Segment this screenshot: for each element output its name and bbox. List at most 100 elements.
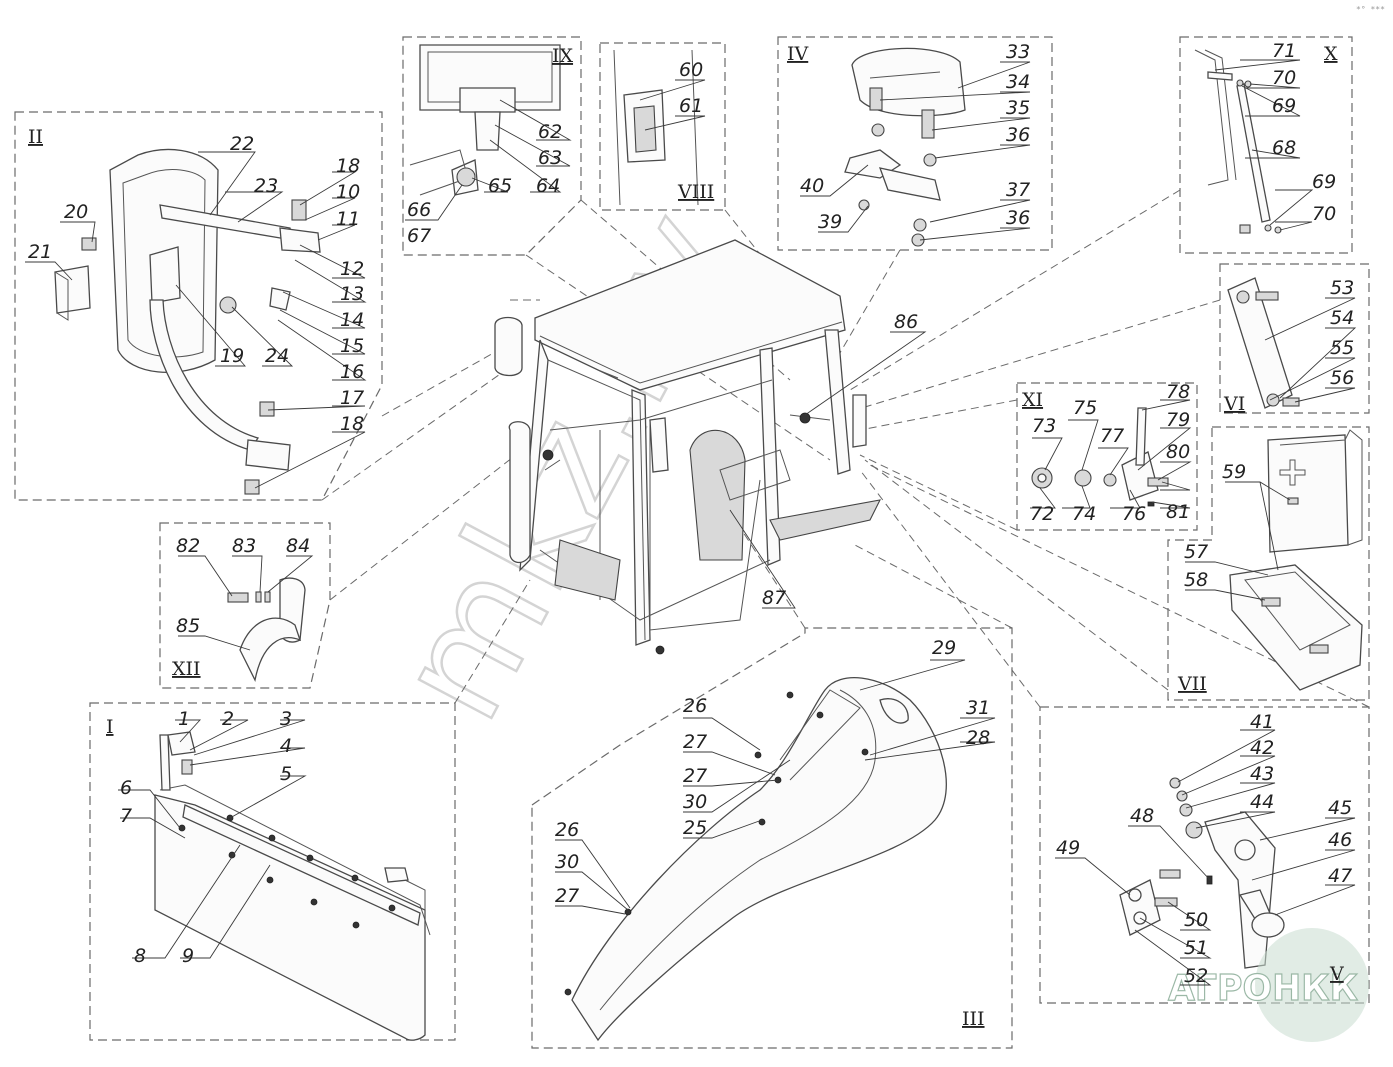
- view-label-II: II: [28, 126, 43, 148]
- part-number-52: 52: [1184, 965, 1208, 987]
- part-number-85: 85: [176, 615, 200, 637]
- part-number-50: 50: [1184, 909, 1208, 931]
- part-number-70: 70: [1272, 67, 1296, 89]
- part-number-87: 87: [762, 587, 786, 609]
- part-number-12: 12: [340, 258, 364, 280]
- view-VII-first-aid-kit: [1229, 429, 1363, 691]
- part-number-40: 40: [800, 175, 824, 197]
- part-number-29: 29: [932, 637, 956, 659]
- tractor-cab: [494, 239, 881, 655]
- part-number-19: 19: [220, 345, 244, 367]
- part-number-13: 13: [340, 283, 364, 305]
- part-number-7: 7: [120, 805, 132, 827]
- part-number-71: 71: [1272, 40, 1296, 62]
- part-number-27: 27: [555, 885, 579, 907]
- frame-III: [531, 627, 1013, 1049]
- part-number-17: 17: [340, 387, 364, 409]
- part-number-26: 26: [555, 819, 579, 841]
- part-number-28: 28: [966, 727, 990, 749]
- part-number-10: 10: [336, 181, 360, 203]
- part-number-34: 34: [1006, 71, 1030, 93]
- view-label-VII: VII: [1177, 673, 1207, 695]
- part-number-2: 2: [222, 708, 234, 730]
- part-number-74: 74: [1072, 503, 1096, 525]
- part-number-8: 8: [134, 945, 146, 967]
- view-IX-bracket: [409, 44, 561, 196]
- part-number-79: 79: [1166, 409, 1190, 431]
- agronkk-logo: АГРОНКК: [1167, 928, 1369, 1042]
- part-number-3: 3: [280, 708, 292, 730]
- part-number-15: 15: [340, 335, 364, 357]
- part-number-25: 25: [683, 817, 707, 839]
- part-number-86: 86: [894, 311, 918, 333]
- part-number-23: 23: [254, 175, 278, 197]
- frame-II: [14, 111, 383, 501]
- frame-VI: [1219, 263, 1370, 414]
- frame-IV: [777, 36, 1053, 251]
- part-number-1: 1: [178, 708, 190, 730]
- part-number-53: 53: [1330, 277, 1354, 299]
- part-number-26: 26: [683, 695, 707, 717]
- view-X-gas-strut: [1194, 49, 1282, 234]
- part-number-35: 35: [1006, 97, 1030, 119]
- frame-XII: [159, 522, 331, 689]
- view-VI-plate: [1227, 277, 1300, 409]
- part-number-36: 36: [1006, 124, 1030, 146]
- view-label-III: III: [962, 1008, 985, 1030]
- part-number-30: 30: [683, 791, 707, 813]
- part-number-44: 44: [1250, 791, 1274, 813]
- part-number-5: 5: [280, 763, 292, 785]
- part-number-42: 42: [1250, 737, 1274, 759]
- part-number-14: 14: [340, 309, 364, 331]
- part-number-73: 73: [1032, 415, 1056, 437]
- view-label-I: I: [106, 716, 114, 738]
- frame-X: [1179, 36, 1353, 254]
- part-number-77: 77: [1100, 425, 1124, 447]
- part-number-80: 80: [1166, 441, 1190, 463]
- number-leaders: [25, 59, 1357, 986]
- part-number-84: 84: [286, 535, 310, 557]
- part-number-63: 63: [538, 147, 562, 169]
- part-number-18: 18: [340, 413, 364, 435]
- part-number-58: 58: [1184, 569, 1208, 591]
- part-number-9: 9: [182, 945, 194, 967]
- frame-VII: [1167, 426, 1370, 701]
- view-labels: II IX VIII IV X VI XI VII XII I III V: [28, 43, 1344, 1030]
- part-number-21: 21: [28, 241, 52, 263]
- part-number-65: 65: [488, 175, 512, 197]
- part-number-69: 69: [1272, 95, 1296, 117]
- part-number-75: 75: [1073, 397, 1097, 419]
- view-label-X: X: [1324, 43, 1338, 65]
- part-number-54: 54: [1330, 307, 1354, 329]
- part-number-43: 43: [1250, 763, 1274, 785]
- part-number-64: 64: [536, 175, 560, 197]
- part-number-18: 18: [336, 155, 360, 177]
- view-V-door-lock: [1119, 777, 1285, 969]
- view-label-XI: XI: [1022, 389, 1043, 411]
- view-II-mirror: [54, 148, 321, 495]
- part-number-41: 41: [1250, 711, 1274, 733]
- part-number-59: 59: [1222, 461, 1246, 483]
- corner-mark: *° ***: [1356, 5, 1385, 14]
- part-number-31: 31: [966, 697, 990, 719]
- part-number-69: 69: [1312, 171, 1336, 193]
- part-number-39: 39: [818, 211, 842, 233]
- part-number-68: 68: [1272, 137, 1296, 159]
- view-label-IX: IX: [552, 45, 574, 67]
- part-number-4: 4: [280, 735, 292, 757]
- part-number-70: 70: [1312, 203, 1336, 225]
- part-number-36: 36: [1006, 207, 1030, 229]
- part-number-81: 81: [1166, 501, 1190, 523]
- part-number-20: 20: [64, 201, 88, 223]
- view-III-fender: [564, 677, 947, 1042]
- part-number-82: 82: [176, 535, 200, 557]
- view-label-XII: XII: [172, 658, 201, 680]
- part-numbers: 22 23 18 10 11 12 13 14 15 16 17 18 20 2…: [28, 40, 1354, 987]
- part-number-48: 48: [1130, 805, 1154, 827]
- view-VIII-handle: [613, 49, 699, 206]
- view-label-VI: VI: [1223, 393, 1245, 415]
- part-number-78: 78: [1166, 381, 1190, 403]
- view-IV-latch: [844, 47, 966, 247]
- part-number-61: 61: [679, 95, 703, 117]
